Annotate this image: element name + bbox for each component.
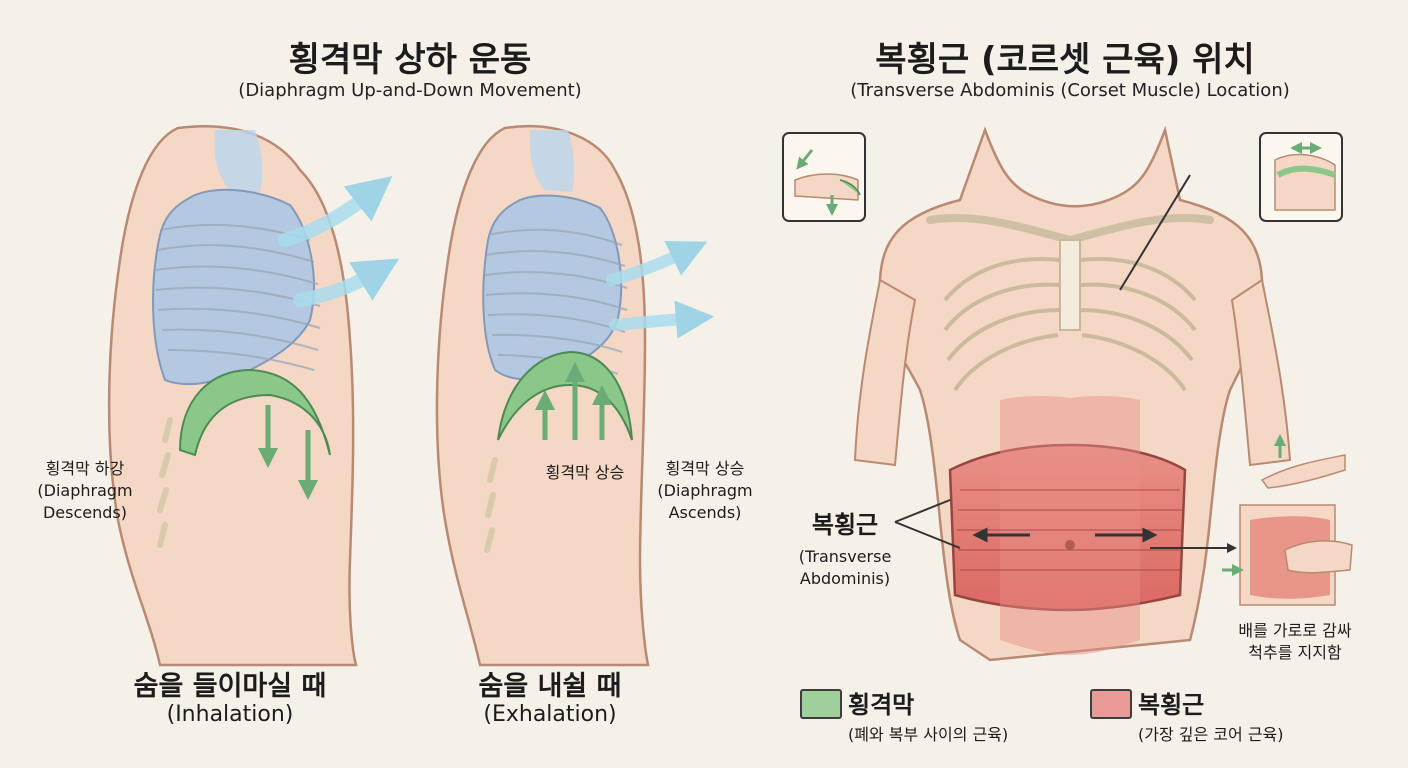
legend-title-transverse-abdominis: 복횡근 bbox=[1138, 691, 1205, 719]
inset-hands bbox=[1222, 434, 1353, 606]
exhale-caption-ko: 숨을 내쉴 때 bbox=[478, 671, 622, 702]
trachea-shape bbox=[214, 130, 263, 192]
right-arm bbox=[1230, 278, 1292, 467]
transverse-abdominis bbox=[948, 443, 1187, 612]
inhale-label-en-1: (Diaphragm bbox=[37, 481, 133, 500]
support-note-line-1: 배를 가로로 감싸 bbox=[1238, 621, 1352, 640]
down-arrows bbox=[258, 405, 318, 500]
legend: 횡격막 (폐와 복부 사이의 근육) 복횡근 (가장 깊은 코어 근육) bbox=[800, 685, 1380, 755]
left-arm bbox=[853, 278, 917, 467]
transverse-abdominis-label: 복횡근 (Transverse Abdominis) bbox=[785, 505, 905, 590]
exhale-inner-label: 횡격막 상승 bbox=[545, 463, 625, 482]
exhale-label-en-1: (Diaphragm bbox=[657, 481, 753, 500]
front-ribs bbox=[943, 257, 1197, 392]
lung-shape bbox=[152, 188, 315, 386]
inhalation-figure bbox=[107, 125, 400, 667]
diaphragm-lowered bbox=[178, 368, 331, 457]
exhalation-figure bbox=[435, 125, 715, 667]
legend-title-diaphragm: 횡격막 bbox=[848, 691, 915, 719]
left-title: 횡격막 상하 운동 bbox=[288, 40, 532, 80]
inhale-label-ko: 횡격막 하강 bbox=[45, 459, 125, 478]
exhale-caption-en: (Exhalation) bbox=[483, 702, 617, 727]
legend-sub-diaphragm: (폐와 복부 사이의 근육) bbox=[848, 725, 1009, 744]
inhale-caption-ko: 숨을 들이마실 때 bbox=[133, 671, 327, 702]
rectus-abdominis bbox=[1000, 395, 1140, 655]
muscle-label-ko: 복횡근 bbox=[811, 511, 879, 539]
muscle-leader-lines bbox=[894, 174, 1237, 553]
legend-swatch-transverse-abdominis bbox=[1090, 689, 1132, 719]
support-note-line-2: 척추를 지지함 bbox=[1248, 643, 1342, 662]
support-note: 배를 가로로 감싸 척추를 지지함 bbox=[1215, 620, 1375, 664]
lung-shape bbox=[482, 194, 623, 381]
exhale-label-en-2: Ascends) bbox=[668, 503, 742, 522]
right-subtitle: (Transverse Abdominis (Corset Muscle) Lo… bbox=[850, 80, 1290, 101]
inhale-caption-en: (Inhalation) bbox=[166, 702, 294, 727]
spine bbox=[484, 457, 498, 553]
air-arrows bbox=[278, 176, 400, 307]
exhale-diaphragm-label: 횡격막 상승 (Diaphragm Ascends) bbox=[645, 458, 765, 524]
trachea-shape bbox=[529, 130, 575, 192]
inhale-label-en-2: Descends) bbox=[42, 503, 127, 522]
exhale-label-ko: 횡격막 상승 bbox=[665, 459, 745, 478]
inset-side-view bbox=[1259, 132, 1343, 222]
navel bbox=[1065, 540, 1075, 550]
muscle-label-en-2: Abdominis) bbox=[799, 569, 891, 588]
inset-breathing bbox=[782, 132, 866, 222]
up-arrows bbox=[535, 362, 612, 440]
legend-swatch-diaphragm bbox=[800, 689, 842, 719]
spine bbox=[157, 417, 173, 548]
air-arrows bbox=[606, 240, 715, 339]
right-title: 복횡근 (코르셋 근육) 위치 bbox=[875, 40, 1255, 80]
left-subtitle: (Diaphragm Up-and-Down Movement) bbox=[238, 80, 582, 101]
sternum bbox=[1059, 239, 1081, 331]
front-torso-figure bbox=[853, 125, 1292, 662]
inhale-diaphragm-label: 횡격막 하강 (Diaphragm Descends) bbox=[20, 458, 150, 524]
diaphragm-raised bbox=[497, 350, 633, 441]
muscle-label-en-1: (Transverse bbox=[798, 547, 892, 566]
legend-sub-transverse-abdominis: (가장 깊은 코어 근육) bbox=[1138, 725, 1284, 744]
